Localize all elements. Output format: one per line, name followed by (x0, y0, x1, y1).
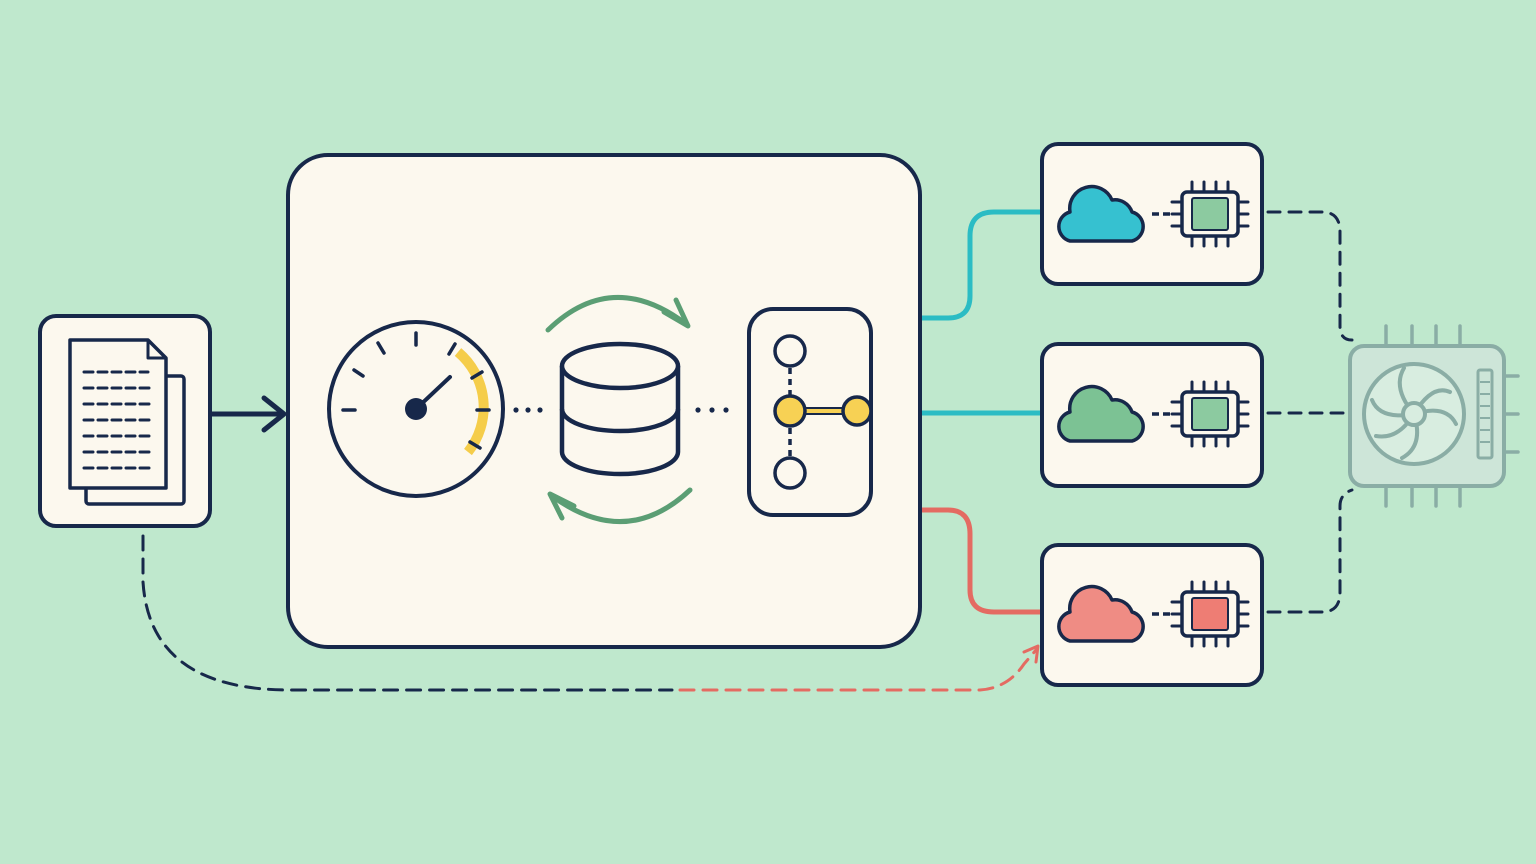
bypass-arrowhead (1022, 644, 1040, 664)
gpu-fan-icon[interactable] (1348, 324, 1520, 508)
gpu-link-bottom (1266, 488, 1354, 614)
target-card-red[interactable] (1040, 543, 1264, 687)
dotted-link-db-router (695, 407, 729, 413)
cloud-icon (1057, 384, 1145, 443)
core-panel[interactable] (286, 153, 922, 649)
document-stack-icon (68, 338, 186, 506)
chip-icon (1170, 580, 1250, 648)
chip-icon (1170, 180, 1250, 248)
dotted-link-gauge-db (513, 407, 543, 413)
gpu-link-top (1266, 210, 1354, 342)
target-card-teal[interactable] (1040, 142, 1264, 286)
link-teal-top (917, 209, 1045, 321)
sync-arrows-icon (545, 294, 693, 525)
input-arrow (209, 395, 287, 433)
source-document-card[interactable] (38, 314, 212, 528)
target-card-green[interactable] (1040, 342, 1264, 488)
cloud-icon (1057, 584, 1145, 643)
cloud-icon (1057, 184, 1145, 243)
router-switch-icon[interactable] (747, 307, 873, 517)
chip-icon (1170, 380, 1250, 448)
database-icon (559, 341, 681, 477)
speedometer-gauge-icon (327, 320, 505, 498)
bypass-dashed-navy (141, 534, 674, 692)
bypass-dashed-red (678, 648, 1038, 692)
link-red-bottom (917, 507, 1043, 615)
